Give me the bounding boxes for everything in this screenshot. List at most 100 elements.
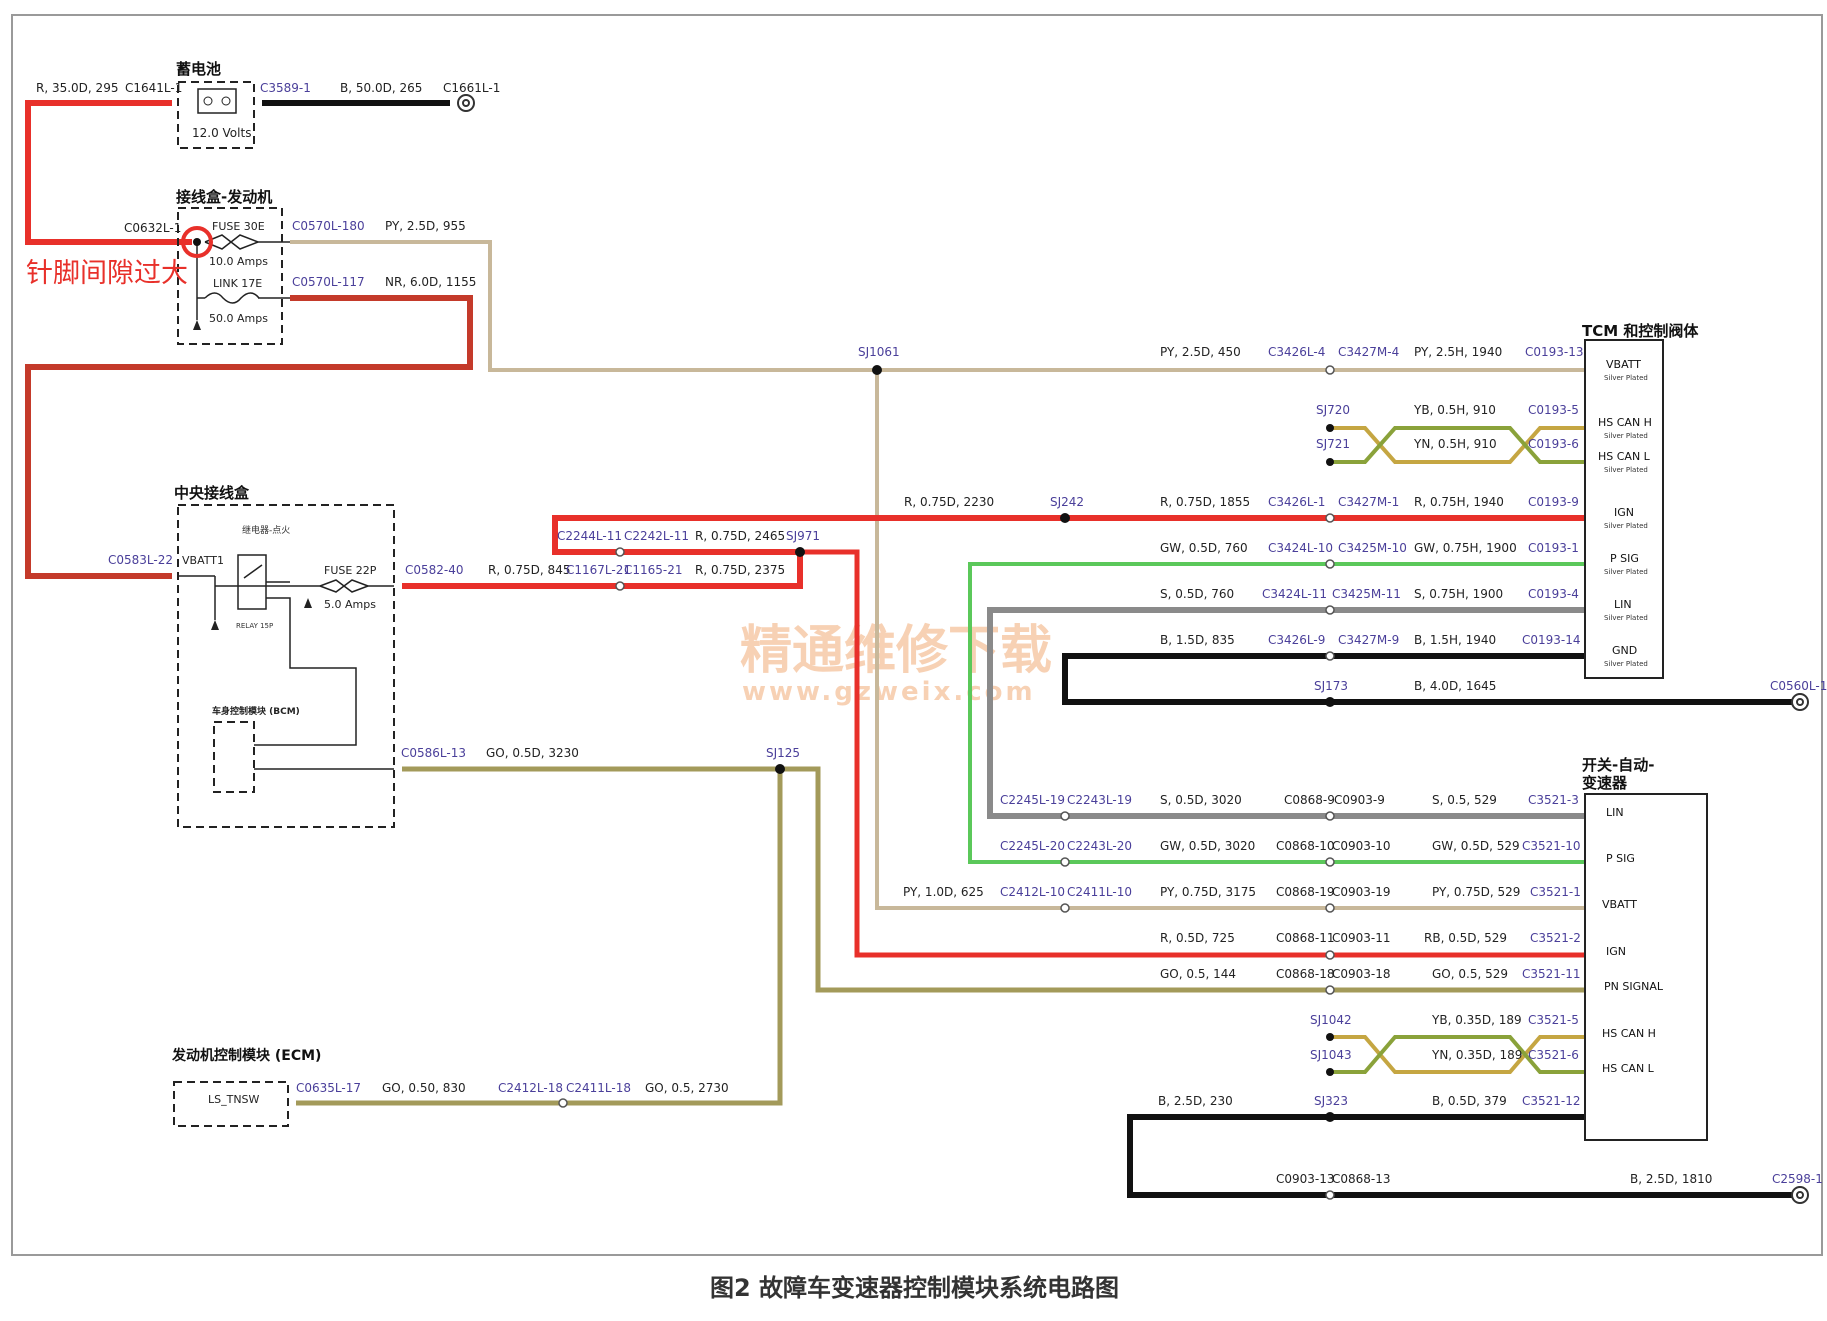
pin-gap-note: 针脚间隙过大 — [26, 258, 188, 289]
inline-connector — [1325, 605, 1335, 615]
tcm-pin-sub: Silver Plated — [1604, 660, 1648, 668]
splice-dot-sj1061 — [872, 365, 882, 375]
battery-voltage: 12.0 Volts — [192, 126, 251, 140]
wire-py-to-switch — [875, 370, 1585, 910]
inline-connector — [1325, 365, 1335, 375]
switch-pin-can-h: HS CAN H — [1602, 1027, 1656, 1040]
sw-gnd-end: C3521-12 — [1522, 1094, 1581, 1108]
sw-vbatt-end: C3521-1 — [1530, 885, 1581, 899]
bus-line — [254, 597, 357, 746]
sw-lin-w1: S, 0.5D, 3020 — [1160, 793, 1242, 807]
sw-lin-w2: S, 0.5, 529 — [1432, 793, 1497, 807]
tcm-vbatt-c2: C3427M-4 — [1338, 345, 1399, 359]
sj125-label: SJ125 — [766, 746, 800, 760]
sj1043-label: SJ1043 — [1310, 1048, 1352, 1062]
tcm-pin-ign: IGN — [1614, 506, 1634, 519]
sw-ign-end: C3521-2 — [1530, 931, 1581, 945]
engine-out2-wire: NR, 6.0D, 1155 — [385, 275, 476, 289]
splice-dot-sj173 — [1325, 697, 1335, 707]
splice-dot-sj1043 — [1326, 1068, 1334, 1076]
inline-connector — [1325, 857, 1335, 867]
relay-icon — [237, 554, 267, 610]
sw-pn-end: C3521-11 — [1522, 967, 1581, 981]
sw-pn-w2: GO, 0.5, 529 — [1432, 967, 1508, 981]
ecm-pin: LS_TNSW — [208, 1093, 260, 1106]
ecm-wire2: GO, 0.5, 2730 — [645, 1081, 729, 1095]
sw-psig-c3: C0868-10 — [1276, 839, 1335, 853]
tcm-lin-c1: C3424L-11 — [1262, 587, 1327, 601]
inline-connector — [1325, 513, 1335, 523]
tcm-psig-end: C0193-1 — [1528, 541, 1579, 555]
tcm-pin-vbatt: VBATT — [1606, 358, 1641, 371]
tcm-pin-lin: LIN — [1614, 598, 1632, 611]
switch-title-2: 变速器 — [1582, 774, 1628, 792]
tcm-gnd-w2: B, 1.5H, 1940 — [1414, 633, 1496, 647]
sw-vbatt-w1: PY, 0.75D, 3175 — [1160, 885, 1256, 899]
sw-gnd2-wire: B, 2.5D, 1810 — [1630, 1172, 1712, 1186]
inline-connector — [1060, 857, 1070, 867]
battery-right-wire: B, 50.0D, 265 — [340, 81, 422, 95]
wire-can-l-tcm — [1330, 426, 1585, 464]
tcm-pin-sub: Silver Plated — [1604, 614, 1648, 622]
fuse-30e-icon — [204, 234, 259, 250]
switch-pin-ign: IGN — [1606, 945, 1626, 958]
tcm-pin-gnd: GND — [1612, 644, 1637, 657]
ecm-box — [173, 1081, 289, 1127]
tcm-canl-wire: YN, 0.5H, 910 — [1413, 437, 1497, 451]
wire-tcm-ground — [1062, 653, 1800, 705]
switch-pins: LIN P SIG VBATT IGN PN SIGNAL HS CAN H H… — [1602, 806, 1664, 1075]
ecm-title: 发动机控制模块 (ECM) — [171, 1047, 321, 1064]
figure-caption: 图2 故障车变速器控制模块系统电路图 — [710, 1274, 1119, 1302]
relay-switch-icon — [243, 564, 263, 579]
sw-gnd2-c4: C0868-13 — [1332, 1172, 1391, 1186]
ecm-mid-conn2: C2411L-18 — [566, 1081, 631, 1095]
sw-gnd-w1: B, 2.5D, 230 — [1158, 1094, 1233, 1108]
central-in-conn: C0583L-22 — [108, 553, 173, 567]
ground-arrow-icon — [211, 620, 219, 630]
switch-pin-can-l: HS CAN L — [1602, 1062, 1655, 1075]
tcm-pin-sub: Silver Plated — [1604, 374, 1648, 382]
central-vbatt: VBATT1 — [182, 554, 224, 567]
tcm-gnd2-wire: B, 4.0D, 1645 — [1414, 679, 1496, 693]
battery-left-wire: R, 35.0D, 295 — [36, 81, 118, 95]
wire-red-c0582 — [402, 515, 1585, 589]
tcm-gnd-c2: C3427M-9 — [1338, 633, 1399, 647]
splice-dot-sj242 — [1060, 513, 1070, 523]
sj721-label: SJ721 — [1316, 437, 1350, 451]
sw-psig-c4: C0903-10 — [1332, 839, 1391, 853]
engine-out1-conn: C0570L-180 — [292, 219, 365, 233]
sw-vbatt-w0: PY, 1.0D, 625 — [903, 885, 984, 899]
red-wire1: R, 0.75D, 2465 — [695, 529, 785, 543]
wire-can-h-switch — [1330, 1035, 1585, 1074]
link-17e-icon — [204, 292, 260, 304]
splice-dot-sj720 — [1326, 424, 1334, 432]
wire-gw-psig — [968, 562, 1585, 864]
sw-canh-end: C3521-5 — [1528, 1013, 1579, 1027]
sw-psig-end: C3521-10 — [1522, 839, 1581, 853]
red-wire2: R, 0.75D, 845 — [488, 563, 570, 577]
splice-dot-sj323 — [1325, 1112, 1335, 1122]
splice-dot-sj125 — [775, 764, 785, 774]
tcm-vbatt-w2: PY, 2.5H, 1940 — [1414, 345, 1502, 359]
inline-connector — [615, 581, 625, 591]
fuse-30e-name: FUSE 30E — [212, 220, 265, 233]
sj242-label: SJ242 — [1050, 495, 1084, 509]
switch-pin-pn-signal: PN SIGNAL — [1604, 980, 1664, 993]
switch-title-1: 开关-自动- — [1582, 756, 1654, 774]
sw-vbatt-c4: C0903-19 — [1332, 885, 1391, 899]
wire-nr-feed — [25, 295, 473, 579]
tcm-pins: VBATT Silver Plated HS CAN H Silver Plat… — [1598, 358, 1652, 668]
inline-connector — [1325, 950, 1335, 960]
pin-dot — [193, 238, 201, 246]
tcm-ign-w2: R, 0.75H, 1940 — [1414, 495, 1504, 509]
bcm-box — [213, 721, 255, 793]
tcm-canh-end: C0193-5 — [1528, 403, 1579, 417]
fuse-30e-rating: 10.0 Amps — [209, 255, 268, 268]
sw-gnd-w2: B, 0.5D, 379 — [1432, 1094, 1507, 1108]
ground-terminal-icon — [1796, 698, 1804, 706]
watermark-title: 精通维修下载 — [740, 621, 1052, 681]
pin-gap-highlight — [181, 226, 213, 258]
wire-go-bcm — [402, 766, 1585, 993]
central-out-conn: C0582-40 — [405, 563, 464, 577]
